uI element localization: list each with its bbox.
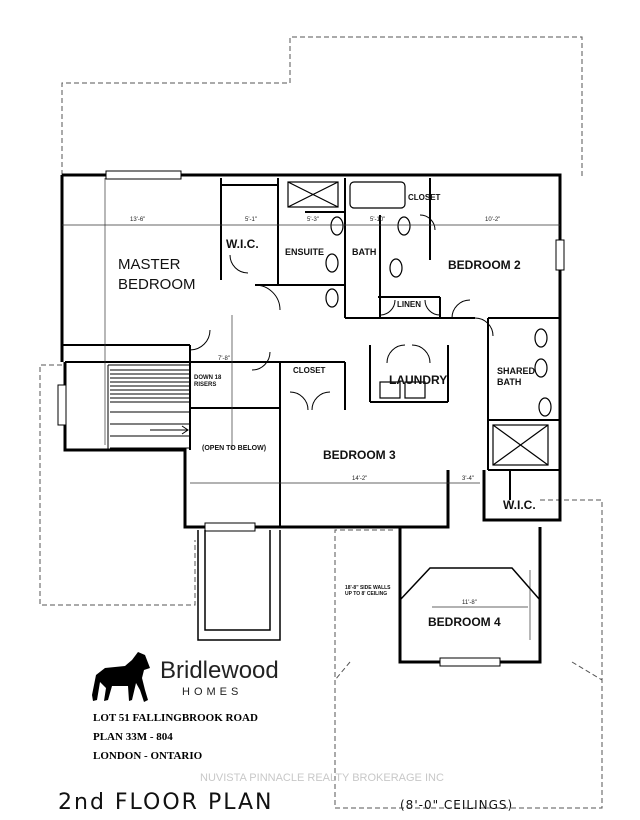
vaulted-ceiling — [399, 567, 541, 601]
porch — [197, 530, 281, 641]
dim-bedroom2-width: 10'-2" — [485, 217, 501, 223]
dimension-lines — [62, 178, 560, 640]
room-wic-bedroom-3: W.I.C. — [503, 498, 536, 512]
room-master-bedroom: MASTER BEDROOM — [118, 256, 196, 293]
room-wic-master: W.I.C. — [226, 237, 259, 251]
dim-hall-width: 7'-8" — [218, 356, 230, 362]
brand-name: Bridlewood — [160, 657, 279, 684]
floor-plan-title: 2nd FLOOR PLAN — [58, 790, 274, 815]
dim-bedroom3-width: 14'-2" — [352, 476, 368, 482]
brand-subtitle: HOMES — [182, 686, 243, 698]
note-side-walls: 18'-8" SIDE WALLS UP TO 8' CEILING — [345, 585, 391, 597]
lot-line-3: LONDON - ONTARIO — [93, 750, 203, 762]
room-closet-bedroom-3: CLOSET — [293, 366, 326, 375]
watermark: NUVISTA PINNACLE REALTY BROKERAGE INC — [200, 772, 444, 784]
ceiling-height-note: (8'-0" CEILINGS) — [400, 798, 514, 812]
door-swings — [189, 214, 494, 411]
dim-master-width: 13'-6" — [130, 217, 146, 223]
staircase — [107, 364, 190, 450]
room-bedroom-2: BEDROOM 2 — [448, 258, 521, 272]
windows — [57, 170, 565, 667]
roof-outline — [39, 36, 603, 809]
dim-bedroom4-width: 11'-8" — [462, 600, 477, 606]
dim-ensuite-width: 5'-3" — [307, 217, 319, 223]
room-shared-bath: SHARED BATH — [497, 366, 536, 387]
note-open-to-below: (OPEN TO BELOW) — [202, 445, 267, 452]
room-laundry: LAUNDRY — [389, 373, 448, 387]
dim-wic-width: 5'-1" — [245, 217, 257, 223]
room-linen: LINEN — [397, 300, 421, 309]
room-bath: BATH — [352, 247, 377, 257]
note-down-risers: DOWN 18 RISERS — [194, 375, 222, 388]
lot-line-2: PLAN 33M - 804 — [93, 731, 173, 743]
fixtures — [287, 181, 552, 466]
horse-icon — [92, 652, 150, 702]
lot-line-1: LOT 51 FALLINGBROOK ROAD — [93, 712, 258, 724]
dim-bath-width: 5'-10" — [370, 217, 386, 223]
dim-bedroom3-side: 3'-4" — [462, 476, 474, 482]
room-bedroom-4: BEDROOM 4 — [428, 615, 501, 629]
room-ensuite: ENSUITE — [285, 247, 325, 257]
room-closet-top: CLOSET — [408, 193, 441, 202]
room-bedroom-3: BEDROOM 3 — [323, 448, 396, 462]
